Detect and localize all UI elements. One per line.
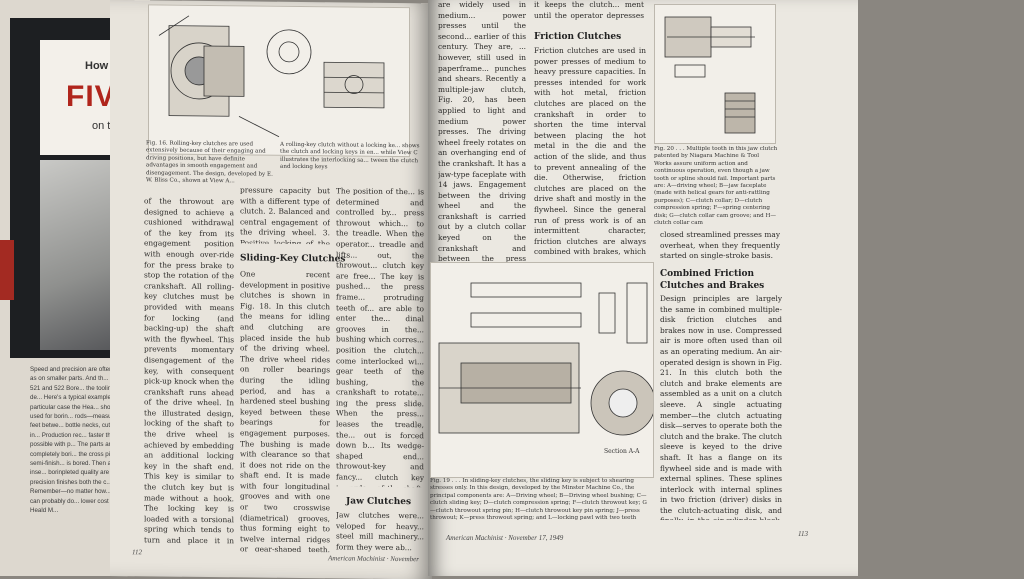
figure-19-caption: Fig. 19 . . . In sliding-key clutches, t… — [430, 478, 647, 522]
left-column-2: One recent development in positive clutc… — [240, 269, 330, 553]
right-column-3-top: closed streamlined presses may overheat,… — [660, 230, 780, 260]
clutch-drawing-icon — [158, 15, 385, 138]
jaw-clutch-drawing-icon — [664, 16, 756, 134]
heading-sliding-key-clutches: Sliding-Key Clutches — [240, 253, 346, 265]
left-column-3: The position of the... is determined and… — [336, 186, 424, 487]
magazine-photo — [40, 160, 120, 350]
right-column-2: Friction clutches are used in power pres… — [534, 46, 646, 258]
right-column-1-top: are widely used in medium... power press… — [438, 0, 526, 262]
right-column-2-top: it keeps the clutch... ment until the op… — [534, 0, 644, 22]
figure-18-caption-right: A rolling-key clutch without a locking k… — [280, 141, 420, 171]
right-page-number: 113 — [798, 530, 808, 538]
left-column-2-top: pressure capacity but with a different t… — [240, 185, 330, 245]
right-page-footer: American Machinist · November 17, 1949 — [446, 534, 564, 542]
left-column-1: of the throwout are designed to achieve … — [144, 196, 234, 547]
section-label: Section A-A — [604, 448, 640, 455]
magazine-heading-small: How L — [85, 60, 118, 72]
heading-combined-friction: Combined Friction Clutches and Brakes — [660, 269, 765, 291]
left-column-3-bottom: Jaw clutches were... veloped for heavy..… — [336, 510, 424, 552]
heading-friction-clutches: Friction Clutches — [534, 32, 622, 42]
left-page-footer: American Machinist · November — [328, 554, 419, 564]
magazine-red-strip — [0, 240, 14, 300]
figure-20-caption: Fig. 20 . . . Multiple tooth in this jaw… — [654, 146, 778, 227]
figure-19-illustration — [430, 262, 656, 478]
figure-18-caption: Fig. 16. Rolling-key clutches are used e… — [146, 140, 273, 185]
right-page: are widely used in medium... power press… — [428, 0, 858, 576]
left-page-number: 112 — [132, 548, 142, 557]
sliding-key-drawing-icon — [438, 282, 656, 436]
magazine-column-text: Speed and precision are often b... work … — [30, 366, 145, 515]
figure-18-illustration — [148, 4, 410, 158]
right-column-3: Design principles are largely the same i… — [660, 294, 782, 520]
left-page: Fig. 16. Rolling-key clutches are used e… — [110, 0, 432, 579]
figure-20-illustration — [654, 4, 776, 144]
heading-jaw-clutches: Jaw Clutches — [346, 496, 412, 508]
